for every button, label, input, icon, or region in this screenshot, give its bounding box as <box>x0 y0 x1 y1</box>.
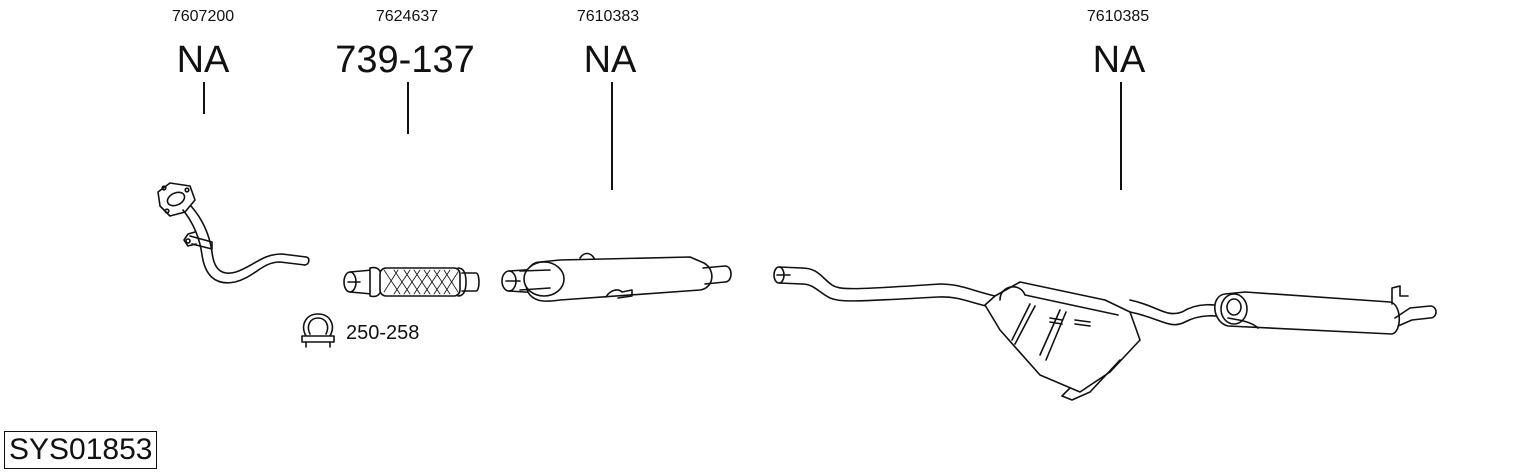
part-number-part-4[interactable]: NA <box>1092 39 1146 81</box>
oem-number-part-2: 7624637 <box>375 8 439 25</box>
leader-line-part-3 <box>611 82 613 190</box>
front-pipe-drawing[interactable] <box>157 182 310 284</box>
clamp-icon <box>301 313 335 348</box>
system-id-label: SYS01853 <box>4 431 158 469</box>
oem-number-part-1: 7607200 <box>171 8 235 25</box>
leader-line-part-4 <box>1120 82 1122 190</box>
middle-silencer-drawing[interactable] <box>501 252 732 302</box>
leader-line-part-2 <box>407 82 409 134</box>
leader-line-part-1 <box>203 82 205 114</box>
part-number-part-1[interactable]: NA <box>176 39 230 81</box>
oem-number-part-3: 7610383 <box>576 8 640 25</box>
oem-number-part-4: 7610385 <box>1086 8 1150 25</box>
flex-pipe-drawing[interactable] <box>343 266 480 298</box>
part-number-part-2[interactable]: 739-137 <box>335 39 475 81</box>
clamp-part-number[interactable]: 250-258 <box>346 322 420 344</box>
part-number-part-3[interactable]: NA <box>583 39 637 81</box>
rear-silencer-drawing[interactable] <box>773 266 1437 401</box>
